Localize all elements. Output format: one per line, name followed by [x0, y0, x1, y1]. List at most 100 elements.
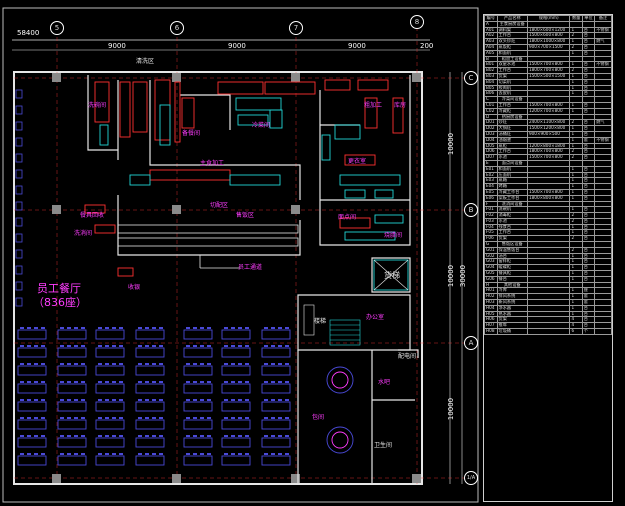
dining-table: [57, 347, 87, 358]
area-label-16: 员工通道: [238, 264, 263, 271]
schedule-cell: 消毒柜: [496, 212, 528, 219]
area-label-3: 冷菜间: [252, 122, 271, 129]
schedule-cell: [581, 241, 596, 248]
dining-table: [183, 401, 213, 412]
schedule-cell: [594, 183, 612, 190]
schedule-cell: 热厨房设备: [496, 113, 528, 121]
schedule-cell: H08: [484, 328, 498, 335]
dining-chair: [193, 417, 197, 419]
wall-seat: [15, 137, 23, 147]
axis-bubble-7: 7: [289, 21, 303, 35]
span-dim-4: 200: [420, 42, 434, 50]
dining-chair: [74, 417, 78, 419]
schedule-cell: 台: [581, 130, 596, 138]
dining-chair: [152, 327, 156, 329]
dining-chair: [41, 345, 45, 347]
dining-chair: [231, 345, 235, 347]
area-label-5: 粗加工: [364, 102, 383, 109]
dining-chair: [271, 399, 275, 401]
dining-chair: [41, 381, 45, 383]
schedule-cell: 台: [581, 142, 596, 150]
dining-chair: [285, 399, 289, 401]
dining-chair: [207, 399, 211, 401]
dining-chair: [224, 399, 228, 401]
dining-table: [95, 347, 125, 358]
dining-table: [183, 365, 213, 376]
dining-chair: [60, 453, 64, 455]
dining-chair: [67, 345, 71, 347]
seat-count-label: （836座）: [33, 296, 87, 309]
schedule-cell: 2400×1100×800: [526, 119, 571, 127]
dining-chair: [193, 345, 197, 347]
schedule-cell: 水池: [496, 217, 528, 225]
vertical-dim-3: 10000: [447, 397, 456, 421]
schedule-cell: [581, 159, 596, 167]
dining-chair: [138, 363, 142, 365]
axis-bubble-6: 6: [170, 21, 184, 35]
axis-bubble-5: 5: [50, 21, 64, 35]
dining-chair: [20, 399, 24, 401]
dining-chair: [285, 345, 289, 347]
schedule-cell: [594, 125, 612, 132]
dining-chair: [98, 435, 102, 437]
dining-table: [95, 401, 125, 412]
area-label-15: 配电间: [398, 353, 417, 360]
dining-chair: [193, 453, 197, 455]
dining-chair: [207, 345, 211, 347]
dining-table: [261, 419, 291, 430]
dining-chair: [20, 327, 24, 329]
axis-bubble-a: A: [464, 336, 478, 350]
dining-chair: [119, 453, 123, 455]
schedule-cell: [594, 44, 612, 51]
dining-chair: [67, 381, 71, 383]
dining-chair: [27, 435, 31, 437]
dining-chair: [105, 435, 109, 437]
schedule-cell: 工作台: [496, 32, 528, 40]
dining-chair: [60, 363, 64, 365]
dining-chair: [105, 327, 109, 329]
dining-chair: [271, 381, 275, 383]
dining-chair: [271, 453, 275, 455]
equipment-red: [84, 79, 404, 277]
dining-chair: [119, 363, 123, 365]
schedule-cell: [594, 206, 612, 214]
schedule-cell: 台: [581, 148, 596, 156]
dining-chair: [81, 417, 85, 419]
dining-table: [183, 347, 213, 358]
schedule-cell: 台: [581, 32, 596, 40]
schedule-cell: 台: [581, 229, 596, 237]
staircase: [303, 304, 361, 346]
floor-plan: [2, 7, 479, 503]
dining-chair: [159, 399, 163, 401]
dining-chair: [60, 399, 64, 401]
vertical-dim-1: 10000: [447, 132, 456, 156]
schedule-cell: [594, 142, 612, 150]
dining-chair: [238, 399, 242, 401]
dining-chair: [105, 363, 109, 365]
schedule-cell: 台: [581, 212, 596, 219]
dining-chair: [285, 453, 289, 455]
dining-chair: [224, 363, 228, 365]
dining-chair: [81, 453, 85, 455]
dining-chair: [264, 327, 268, 329]
dining-chair: [41, 453, 45, 455]
schedule-cell: 工作台: [496, 148, 528, 156]
dining-chair: [105, 381, 109, 383]
dining-chair: [20, 417, 24, 419]
dining-chair: [224, 327, 228, 329]
dining-chair: [224, 435, 228, 437]
schedule-cell: 套: [581, 136, 596, 144]
dining-table: [261, 437, 291, 448]
dining-table: [221, 437, 251, 448]
area-label-9: 烧腊间: [384, 232, 403, 239]
dining-chair: [207, 453, 211, 455]
dining-chair: [105, 417, 109, 419]
schedule-cell: 个: [581, 328, 596, 335]
private-room-label: 包间: [312, 414, 325, 421]
schedule-cell: 保温售饭台: [496, 246, 528, 254]
